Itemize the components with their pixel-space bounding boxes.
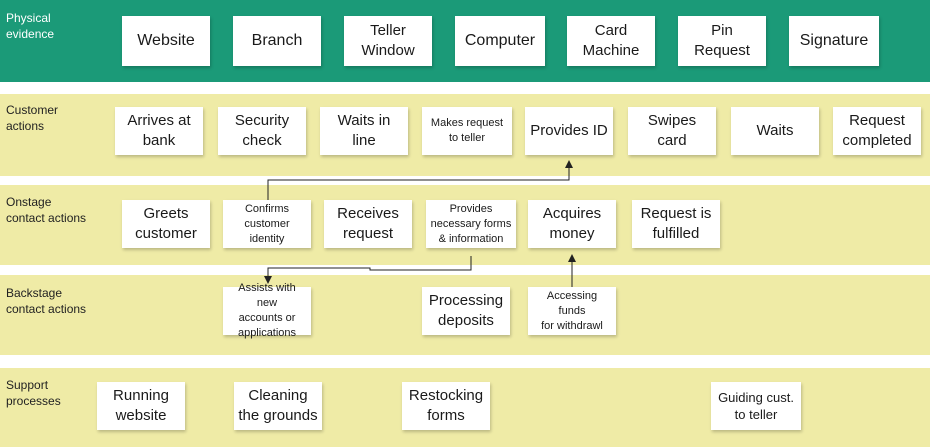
note-provides-id: Provides ID bbox=[525, 107, 613, 155]
note-branch: Branch bbox=[233, 16, 321, 66]
lane-label-customer-actions: Customer actions bbox=[6, 103, 59, 133]
note-makes-request-to-teller: Makes request to teller bbox=[422, 107, 512, 155]
note-restocking-forms: Restocking forms bbox=[402, 382, 490, 430]
note-provides-forms-information: Provides necessary forms & information bbox=[426, 200, 516, 248]
lane-label-support: Support processes bbox=[6, 378, 61, 408]
note-computer: Computer bbox=[455, 16, 545, 66]
note-arrives-at-bank: Arrives at bank bbox=[115, 107, 203, 155]
note-greets-customer: Greets customer bbox=[122, 200, 210, 248]
note-website: Website bbox=[122, 16, 210, 66]
note-accessing-funds: Accessing funds for withdrawl bbox=[528, 287, 616, 335]
note-guiding-cust-to-teller: Guiding cust. to teller bbox=[711, 382, 801, 430]
note-confirms-customer-identity: Confirms customer identity bbox=[223, 200, 311, 248]
note-receives-request: Receives request bbox=[324, 200, 412, 248]
note-processing-deposits: Processing deposits bbox=[422, 287, 510, 335]
note-assists-new-accounts: Assists with new accounts or application… bbox=[223, 282, 311, 339]
lane-label-physical-evidence: Physical evidence bbox=[6, 11, 55, 41]
note-signature: Signature bbox=[789, 16, 879, 66]
note-security-check: Security check bbox=[218, 107, 306, 155]
note-waits: Waits bbox=[731, 107, 819, 155]
note-swipes-card: Swipes card bbox=[628, 107, 716, 155]
note-card-machine: Card Machine bbox=[567, 16, 655, 66]
note-pin-request: Pin Request bbox=[678, 16, 766, 66]
note-cleaning-the-grounds: Cleaning the grounds bbox=[234, 382, 322, 430]
note-request-completed: Request completed bbox=[833, 107, 921, 155]
note-running-website: Running website bbox=[97, 382, 185, 430]
note-waits-in-line: Waits in line bbox=[320, 107, 408, 155]
note-acquires-money: Acquires money bbox=[528, 200, 616, 248]
note-teller-window: Teller Window bbox=[344, 16, 432, 66]
lane-label-onstage: Onstage contact actions bbox=[6, 195, 87, 225]
lane-label-backstage: Backstage contact actions bbox=[6, 286, 87, 316]
note-request-is-fulfilled: Request is fulfilled bbox=[632, 200, 720, 248]
